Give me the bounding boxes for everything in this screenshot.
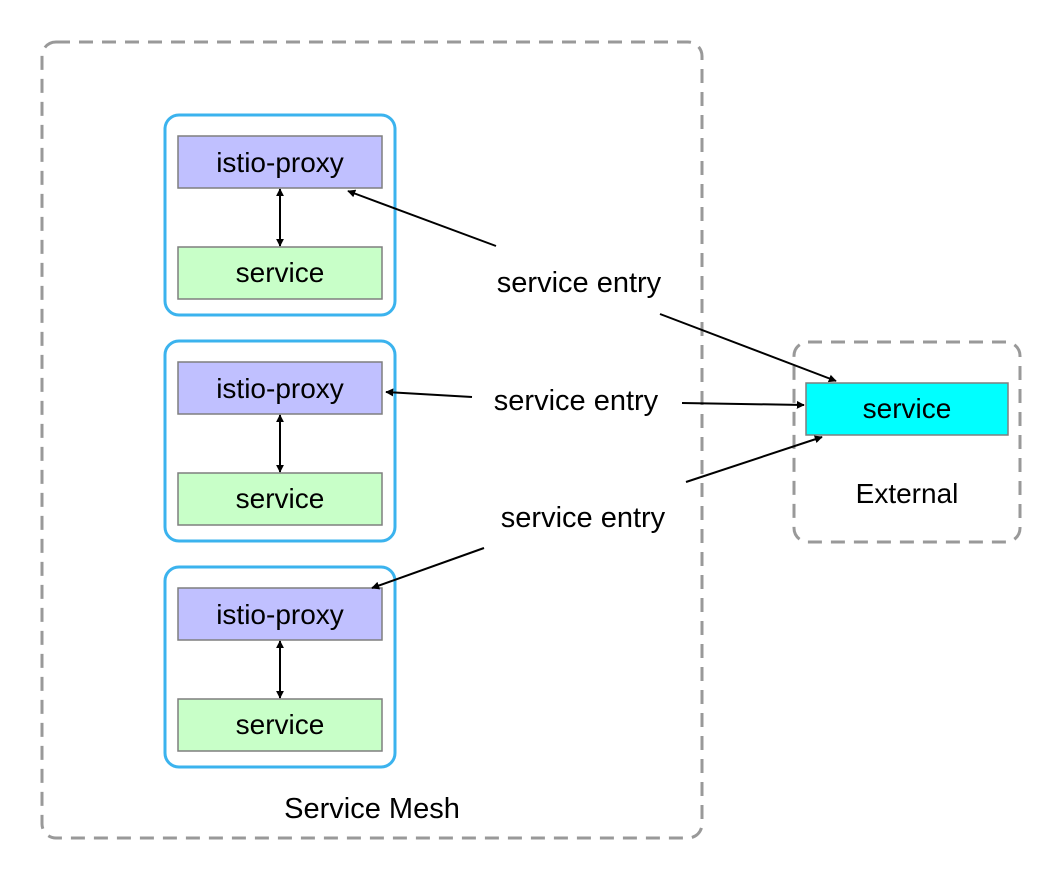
pod-2-proxy (177, 361, 383, 415)
pod-3-proxy (177, 587, 383, 641)
pod-3-proxy-label: istio-proxy (216, 599, 344, 630)
external-service-label: service (863, 393, 952, 424)
external-label: External (856, 478, 959, 509)
service-entry-1-arrow-to-proxy (347, 189, 497, 247)
pod-2-border (163, 339, 397, 543)
pod-1-service-label: service (236, 257, 325, 288)
service-entry-1: service entry (347, 189, 837, 383)
service-entry-1-label: service entry (497, 267, 662, 299)
external-service: service (805, 382, 1009, 436)
pod-1-proxy-label: istio-proxy (216, 147, 344, 178)
pod-1: istio-proxy service (163, 113, 397, 317)
external-boundary (792, 340, 1022, 544)
service-mesh-label: Service Mesh (284, 793, 460, 825)
pod-3: istio-proxy service (163, 565, 397, 769)
service-entry-3-arrow-to-proxy (371, 547, 485, 590)
service-mesh-boundary (40, 40, 704, 840)
service-entry-3-label: service entry (501, 502, 666, 534)
pod-3-service (177, 698, 383, 752)
service-entry-2: service entry (385, 385, 805, 417)
service-entry-2-arrow-to-external (681, 400, 805, 409)
pod-3-border (163, 565, 397, 769)
service-entry-2-label: service entry (494, 385, 659, 417)
pod-2-proxy-label: istio-proxy (216, 373, 344, 404)
service-entry-3-arrow-to-external (685, 435, 823, 483)
service-entry-3: service entry (371, 435, 823, 590)
pod-1-service (177, 246, 383, 300)
pod-1-proxy (177, 135, 383, 189)
pod-1-border (163, 113, 397, 317)
service-entry-1-arrow-to-external (659, 313, 837, 383)
service-entry-2-arrow-to-proxy (385, 388, 473, 398)
pod-2-service (177, 472, 383, 526)
pod-2-service-label: service (236, 483, 325, 514)
pod-2: istio-proxy service (163, 339, 397, 543)
pod-3-service-label: service (236, 709, 325, 740)
